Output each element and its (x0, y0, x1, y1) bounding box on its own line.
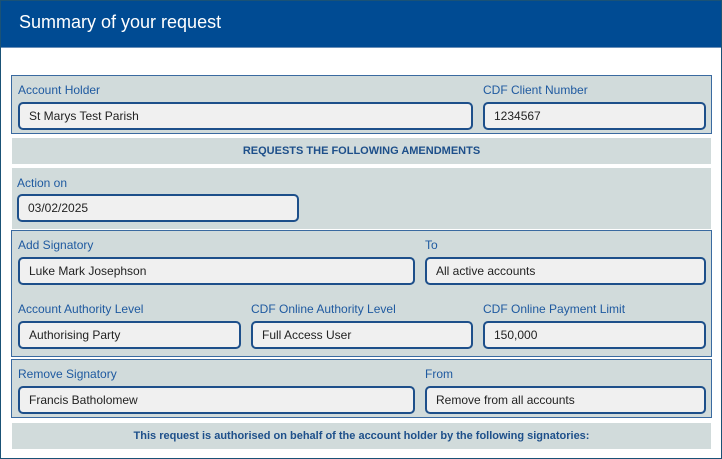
account-authority-level-field[interactable]: Authorising Party (18, 321, 241, 349)
to-field[interactable]: All active accounts (425, 257, 706, 285)
online-authority-level-label: CDF Online Authority Level (251, 302, 396, 316)
from-label: From (425, 367, 453, 381)
authorisation-banner-section: This request is authorised on behalf of … (12, 423, 711, 449)
account-holder-section: Account Holder St Marys Test Parish CDF … (11, 75, 712, 134)
action-section: Action on 03/02/2025 (12, 168, 711, 229)
action-on-field[interactable]: 03/02/2025 (17, 194, 299, 222)
from-field[interactable]: Remove from all accounts (425, 386, 706, 414)
online-payment-limit-label: CDF Online Payment Limit (483, 302, 626, 316)
account-holder-label: Account Holder (18, 83, 101, 97)
amendments-banner-section: REQUESTS THE FOLLOWING AMENDMENTS (12, 138, 711, 164)
to-label: To (425, 238, 438, 252)
page-header: Summary of your request (1, 1, 721, 48)
remove-signatory-label: Remove Signatory (18, 367, 117, 381)
amendments-banner: REQUESTS THE FOLLOWING AMENDMENTS (242, 145, 481, 157)
authorisation-banner: This request is authorised on behalf of … (133, 430, 590, 442)
add-signatory-section: Add Signatory Luke Mark Josephson To All… (11, 230, 712, 357)
online-authority-level-field[interactable]: Full Access User (251, 321, 473, 349)
page-title: Summary of your request (19, 12, 222, 32)
account-holder-field[interactable]: St Marys Test Parish (18, 102, 473, 130)
add-signatory-label: Add Signatory (18, 238, 94, 252)
action-on-label: Action on (17, 176, 68, 190)
client-number-field[interactable]: 1234567 (483, 102, 706, 130)
add-signatory-field[interactable]: Luke Mark Josephson (18, 257, 415, 285)
account-authority-level-label: Account Authority Level (18, 302, 144, 316)
remove-signatory-section: Remove Signatory Francis Batholomew From… (11, 359, 712, 418)
online-payment-limit-field[interactable]: 150,000 (483, 321, 706, 349)
remove-signatory-field[interactable]: Francis Batholomew (18, 386, 415, 414)
client-number-label: CDF Client Number (483, 83, 588, 97)
